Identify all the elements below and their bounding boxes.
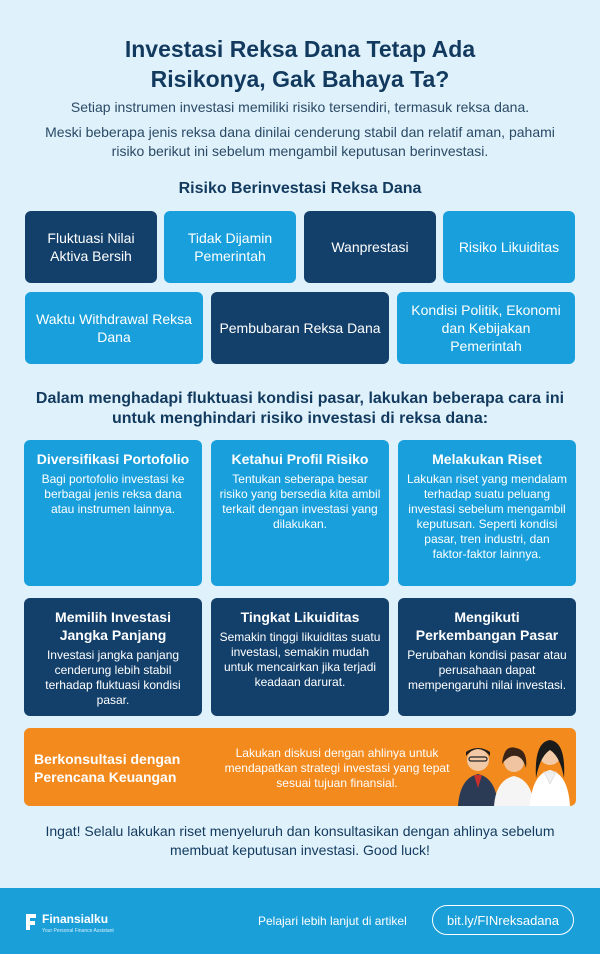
learn-more-text: Pelajari lebih lanjut di artikel xyxy=(258,914,407,928)
tip-card: Memilih Investasi Jangka Panjang Investa… xyxy=(24,598,202,716)
consult-description: Lakukan diskusi dengan ahlinya untuk men… xyxy=(224,746,450,790)
risk-box: Tidak Dijamin Pemerintah xyxy=(164,211,296,283)
tip-card: Diversifikasi Portofolio Bagi portofolio… xyxy=(24,440,202,586)
risk-label: Pembubaran Reksa Dana xyxy=(219,320,381,336)
tip-title: Memilih Investasi Jangka Panjang xyxy=(55,609,171,643)
brand-tagline: Your Personal Finance Assistant xyxy=(42,928,114,934)
risk-box: Risiko Likuiditas xyxy=(443,211,575,283)
advisors-illustration xyxy=(458,740,570,806)
tip-description: Bagi portofolio investasi ke berbagai je… xyxy=(41,472,185,516)
title-line-2: Risikonya, Gak Bahaya Ta? xyxy=(150,66,450,92)
consult-banner: Berkonsultasi dengan Perencana Keuangan … xyxy=(24,728,576,806)
finansialku-logo-icon xyxy=(26,914,36,930)
tip-card: Tingkat Likuiditas Semakin tinggi likuid… xyxy=(211,598,389,716)
tip-card: Melakukan Riset Lakukan riset yang menda… xyxy=(398,440,576,586)
tip-description: Investasi jangka panjang cenderung lebih… xyxy=(45,648,181,707)
tip-description: Semakin tinggi likuiditas suatu investas… xyxy=(219,630,381,689)
title-line-1: Investasi Reksa Dana Tetap Ada xyxy=(124,36,476,62)
risk-label: Fluktuasi Nilai Aktiva Bersih xyxy=(47,230,135,264)
brand-name: Finansialku xyxy=(42,912,109,926)
brand-logo: Finansialku Your Personal Finance Assist… xyxy=(24,910,114,934)
tip-description: Perubahan kondisi pasar atau perusahaan … xyxy=(407,648,567,692)
page-title: Investasi Reksa Dana Tetap Ada Risikonya… xyxy=(30,34,570,94)
risk-box: Waktu Withdrawal Reksa Dana xyxy=(25,292,203,364)
footer: Finansialku Your Personal Finance Assist… xyxy=(0,888,600,954)
article-link-button[interactable]: bit.ly/FINreksadana xyxy=(432,905,574,935)
tip-description: Lakukan riset yang mendalam terhadap sua… xyxy=(406,472,568,561)
risk-label: Risiko Likuiditas xyxy=(458,239,560,255)
tip-title: Melakukan Riset xyxy=(432,451,542,467)
intro-paragraph-1: Setiap instrumen investasi memiliki risi… xyxy=(70,99,530,115)
risk-box: Fluktuasi Nilai Aktiva Bersih xyxy=(25,211,157,283)
closing-text: Ingat! Selalu lakukan riset menyeluruh d… xyxy=(45,823,555,858)
risk-box: Pembubaran Reksa Dana xyxy=(211,292,389,364)
risk-box: Wanprestasi xyxy=(304,211,436,283)
tip-title: Ketahui Profil Risiko xyxy=(231,451,369,467)
risk-box: Kondisi Politik, Ekonomi dan Kebijakan P… xyxy=(397,292,575,364)
risk-label: Tidak Dijamin Pemerintah xyxy=(187,230,273,264)
tip-card: Mengikuti Perkembangan Pasar Perubahan k… xyxy=(398,598,576,716)
consult-title: Berkonsultasi dengan Perencana Keuangan xyxy=(34,751,181,785)
risk-label: Waktu Withdrawal Reksa Dana xyxy=(36,311,192,345)
intro-paragraph-2: Meski beberapa jenis reksa dana dinilai … xyxy=(45,124,555,159)
tip-title: Diversifikasi Portofolio xyxy=(36,451,190,467)
intro-text: Setiap instrumen investasi memiliki risi… xyxy=(30,98,570,167)
risk-label: Kondisi Politik, Ekonomi dan Kebijakan P… xyxy=(411,302,561,354)
tip-title: Mengikuti Perkembangan Pasar xyxy=(415,609,559,643)
tips-heading: Dalam menghadapi fluktuasi kondisi pasar… xyxy=(35,390,565,427)
risk-label: Wanprestasi xyxy=(331,239,409,255)
tip-card: Ketahui Profil Risiko Tentukan seberapa … xyxy=(211,440,389,586)
tip-description: Tentukan seberapa besar risiko yang bers… xyxy=(219,472,381,531)
risks-heading: Risiko Berinvestasi Reksa Dana xyxy=(178,180,422,197)
tip-title: Tingkat Likuiditas xyxy=(240,609,360,625)
